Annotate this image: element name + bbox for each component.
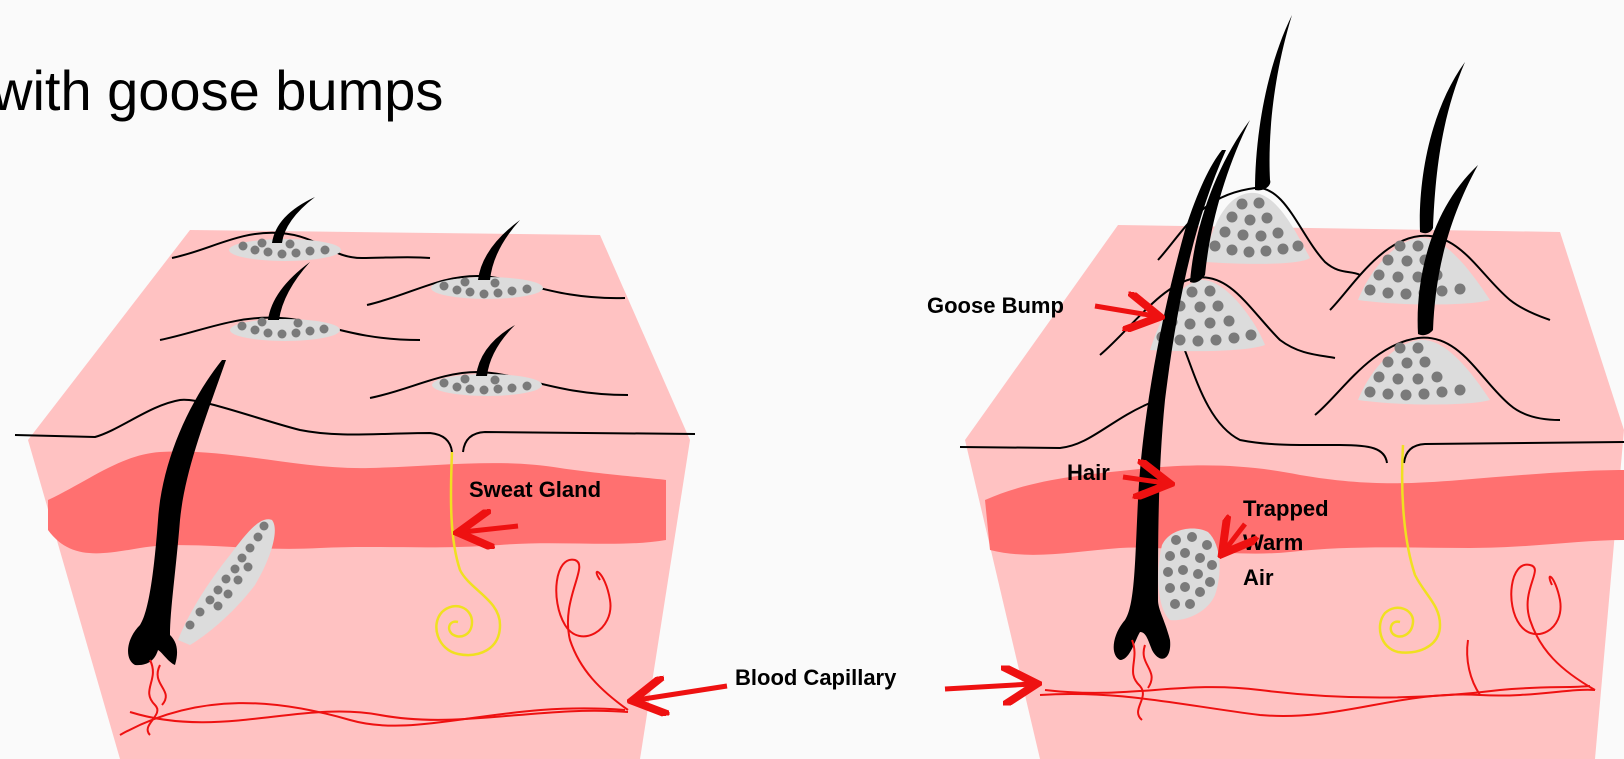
label-trapped-line1: Trapped bbox=[1243, 496, 1329, 521]
label-goose-bump: Goose Bump bbox=[927, 293, 1064, 318]
annotation-blood-capillary: Blood Capillary bbox=[637, 665, 1032, 700]
arrow-blood-capillary-right bbox=[945, 684, 1032, 689]
label-trapped-line3: Air bbox=[1243, 565, 1274, 590]
slide-title: with goose bumps bbox=[0, 59, 443, 122]
label-blood-capillary: Blood Capillary bbox=[735, 665, 897, 690]
label-hair: Hair bbox=[1067, 460, 1110, 485]
label-trapped-line2: Warm bbox=[1243, 530, 1303, 555]
right-skin-block bbox=[960, 15, 1624, 759]
label-sweat-gland: Sweat Gland bbox=[469, 477, 601, 502]
